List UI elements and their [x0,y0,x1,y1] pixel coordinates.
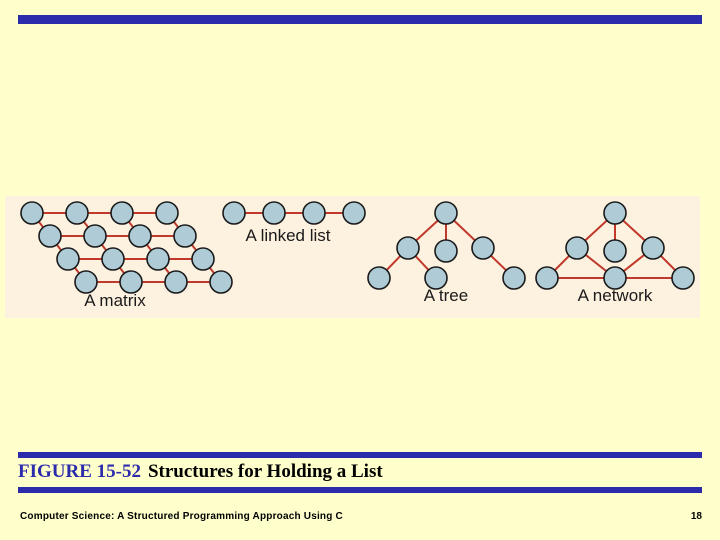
graph-node [173,224,197,248]
graph-node [222,201,246,225]
graph-node [302,201,326,225]
graph-node [65,201,89,225]
diagram-matrix: A matrix [20,201,233,310]
figure-image-panel: A matrix A linked list A tree A network [5,196,700,318]
graph-node [603,201,627,225]
graph-node [74,270,98,294]
graph-node [119,270,143,294]
diagram-network: A network [535,201,695,305]
graph-node [565,236,589,260]
caption-divider-rule-bottom [18,487,702,493]
graph-node [20,201,44,225]
graph-node [56,247,80,271]
graph-node [83,224,107,248]
diagram-label-linked-list: A linked list [245,226,330,245]
graph-node [424,266,448,290]
graph-node [209,270,233,294]
graph-node [434,201,458,225]
graph-node [471,236,495,260]
graph-node [603,266,627,290]
diagram-tree: A tree [367,201,526,305]
footer-page-number: 18 [690,511,702,522]
graph-node [535,266,559,290]
graph-node [38,224,62,248]
graph-node [434,239,458,263]
graph-node [110,201,134,225]
graph-node [164,270,188,294]
graph-node [146,247,170,271]
graph-node [671,266,695,290]
diagram-label-matrix: A matrix [84,291,146,310]
graph-node [128,224,152,248]
graph-node [396,236,420,260]
graph-node [367,266,391,290]
graph-node [502,266,526,290]
caption-divider-rule-top [18,452,702,458]
graph-node [603,239,627,263]
graph-node [155,201,179,225]
graph-node [101,247,125,271]
diagram-linked-list: A linked list [222,201,366,245]
structures-diagram: A matrix A linked list A tree A network [20,201,695,310]
footer-book-title: Computer Science: A Structured Programmi… [20,511,343,522]
top-divider-rule [18,15,702,24]
diagram-label-network: A network [578,286,653,305]
diagram-label-tree: A tree [424,286,468,305]
figure-number: FIGURE 15-52 [18,461,141,482]
graph-node [342,201,366,225]
graph-node [262,201,286,225]
graph-node [191,247,215,271]
graph-node [641,236,665,260]
figure-caption: FIGURE 15-52 Structures for Holding a Lis… [18,460,702,484]
figure-title: Structures for Holding a List [147,461,383,482]
